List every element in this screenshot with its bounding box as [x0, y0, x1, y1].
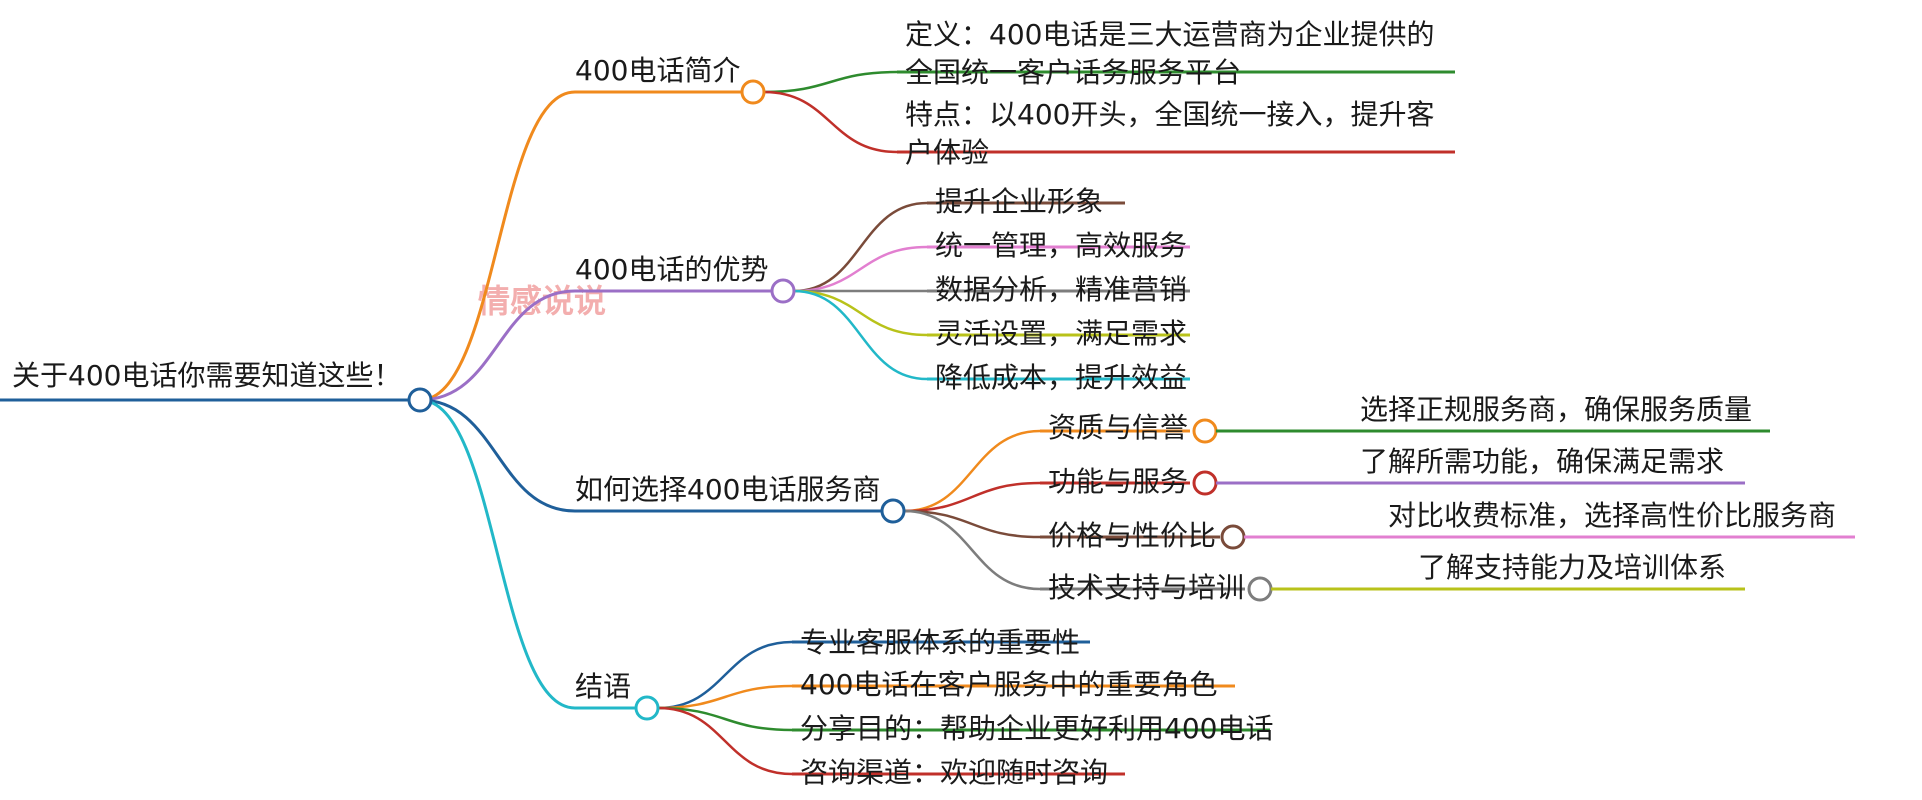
branch-intro-item-2-connector	[763, 90, 898, 154]
branch-intro-item-2-line-1: 特点：以400开头，全国统一接入，提升客	[905, 98, 1434, 131]
branch-choose-provider-item-4-connector	[903, 509, 1041, 591]
branch-choose-provider-item-1-detail: 选择正规服务商，确保服务质量	[1360, 393, 1752, 426]
root-node[interactable]	[407, 387, 433, 413]
branch-choose-provider-item-1-node[interactable]	[1192, 418, 1218, 444]
branch-intro-item-1-connector	[763, 70, 898, 94]
branch-choose-provider-item-2-node[interactable]	[1192, 470, 1218, 496]
branch-choose-provider-item-3-label: 价格与性价比	[1048, 519, 1216, 552]
branch-choose-provider-item-2-label: 功能与服务	[1048, 465, 1188, 498]
branch-conclusion-item-1-label: 专业客服体系的重要性	[800, 626, 1080, 659]
branch-conclusion-item-2-label: 400电话在客户服务中的重要角色	[800, 668, 1217, 701]
branch-choose-provider-item-2-detail: 了解所需功能，确保满足需求	[1360, 445, 1724, 478]
root-topic: 关于400电话你需要知道这些！	[12, 359, 401, 392]
branch-intro-item-1-line-1: 定义：400电话是三大运营商为企业提供的	[905, 18, 1434, 51]
branch-advantages-item-2-label: 统一管理，高效服务	[935, 229, 1187, 262]
branch-advantages-item-4-connector	[793, 289, 928, 337]
branch-choose-provider-connector	[419, 398, 576, 513]
branch-choose-provider-node[interactable]	[880, 498, 906, 524]
branch-choose-provider-item-1-label: 资质与信誉	[1048, 411, 1188, 444]
branch-advantages-item-5-connector	[793, 289, 928, 381]
branch-advantages-label: 400电话的优势	[575, 253, 768, 286]
branch-choose-provider-item-4-label: 技术支持与培训	[1048, 571, 1244, 604]
branch-conclusion-node[interactable]	[634, 695, 660, 721]
branch-choose-provider-item-1-connector	[903, 429, 1041, 513]
watermark-text: 情感说说	[478, 282, 606, 320]
branch-conclusion-item-1-connector	[657, 640, 793, 710]
branch-conclusion-item-2-connector	[657, 684, 793, 710]
branch-conclusion-label: 结语	[575, 670, 631, 703]
branch-advantages-item-5-label: 降低成本，提升效益	[935, 361, 1187, 394]
branch-conclusion-item-4-connector	[657, 706, 793, 776]
branch-choose-provider-item-3-node[interactable]	[1220, 524, 1246, 550]
branch-advantages-node[interactable]	[770, 278, 796, 304]
branch-conclusion-connector	[419, 398, 576, 710]
branch-choose-provider-label: 如何选择400电话服务商	[575, 473, 880, 506]
branch-choose-provider-item-3-detail: 对比收费标准，选择高性价比服务商	[1388, 499, 1836, 532]
branch-advantages-item-1-connector	[793, 201, 928, 293]
branch-intro-connector	[419, 90, 576, 402]
branch-advantages-item-2-connector	[793, 245, 928, 293]
branch-choose-provider-item-3-connector	[903, 509, 1041, 539]
branch-advantages-connector	[419, 289, 576, 402]
branch-choose-provider-item-2-connector	[903, 481, 1041, 513]
branch-conclusion-item-4-label: 咨询渠道：欢迎随时咨询	[800, 756, 1108, 789]
branch-intro-item-1-line-2: 全国统一客户话务服务平台	[905, 56, 1241, 89]
branch-intro-node[interactable]	[740, 79, 766, 105]
branch-choose-provider-item-4-detail: 了解支持能力及培训体系	[1418, 551, 1726, 584]
branch-advantages-item-4-label: 灵活设置，满足需求	[935, 317, 1187, 350]
branch-intro-item-2-line-2: 户体验	[905, 136, 989, 169]
branch-advantages-item-3-label: 数据分析，精准营销	[935, 273, 1187, 306]
branch-conclusion-item-3-connector	[657, 706, 793, 732]
branch-choose-provider-item-4-node[interactable]	[1247, 576, 1273, 602]
branch-conclusion-item-3-label: 分享目的：帮助企业更好利用400电话	[800, 712, 1273, 745]
branch-intro-label: 400电话简介	[575, 54, 740, 87]
branch-advantages-item-1-label: 提升企业形象	[935, 185, 1103, 218]
